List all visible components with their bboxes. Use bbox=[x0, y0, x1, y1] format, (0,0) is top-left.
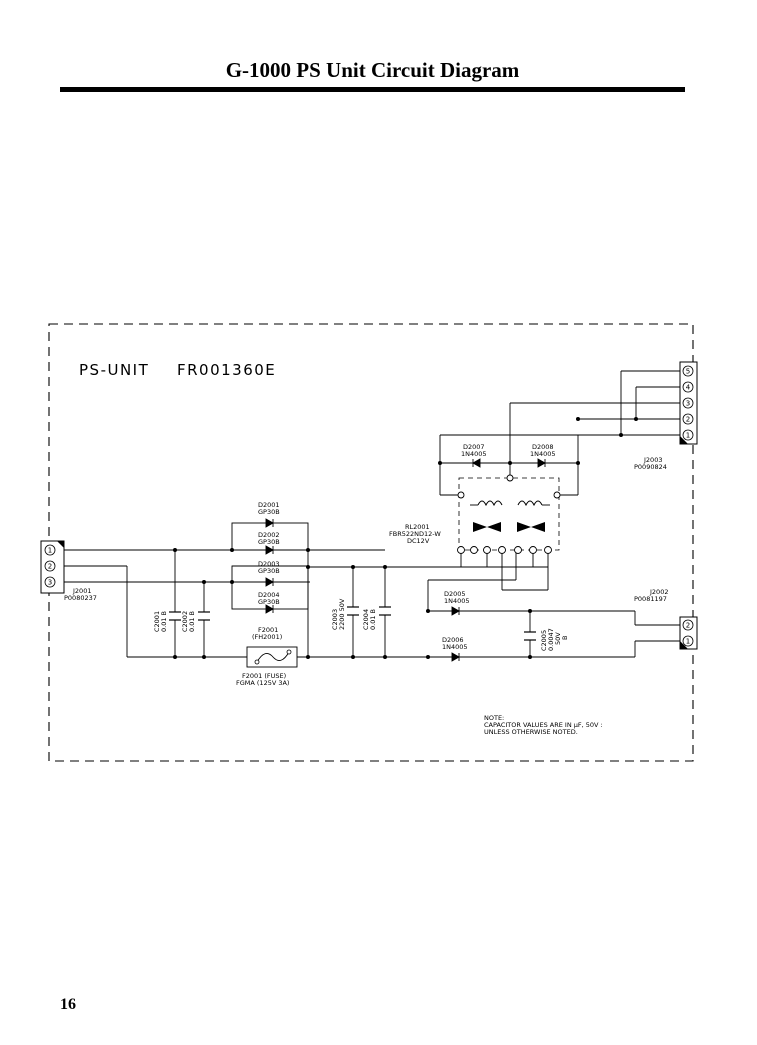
j2003-pin-1: 1 bbox=[686, 432, 690, 440]
page-number: 16 bbox=[60, 996, 76, 1013]
j2002-pin-1: 1 bbox=[686, 638, 690, 646]
relay-terminal bbox=[457, 491, 465, 499]
connector-j2003: 5 4 3 2 1 bbox=[679, 361, 698, 445]
d2002-ref: D2002 bbox=[258, 531, 280, 539]
note-heading: NOTE: bbox=[484, 714, 504, 722]
fuse-rating: FGMA (125V 3A) bbox=[236, 679, 289, 687]
d2003-type: GP30B bbox=[258, 567, 280, 575]
relay-pins bbox=[457, 546, 552, 554]
d2008-ref: D2008 bbox=[532, 443, 554, 451]
junction-dots bbox=[173, 417, 638, 659]
j2003-pin-4: 4 bbox=[686, 384, 691, 392]
relay-contact-right bbox=[517, 522, 545, 532]
relay-part: FBR522ND12-W bbox=[389, 530, 441, 538]
c2003-value: 2200 50V bbox=[338, 598, 346, 630]
j2003-pin-5: 5 bbox=[686, 368, 690, 376]
j2002-ref: J2002 bbox=[649, 588, 668, 596]
relay-enclosure bbox=[458, 477, 560, 551]
unit-part-number: FR001360E bbox=[177, 361, 276, 379]
capacitor-symbols bbox=[169, 606, 536, 641]
c2002-ref: C2002 bbox=[181, 611, 189, 632]
d2004-ref: D2004 bbox=[258, 591, 280, 599]
board-outline bbox=[48, 323, 694, 762]
component-labels: J2001 P0080237 J2003 P0090824 J2002 P008… bbox=[64, 443, 668, 687]
d2007-type: 1N4005 bbox=[461, 450, 487, 458]
j2001-pin-3: 3 bbox=[48, 579, 52, 587]
fuse-label: F2001 (FUSE) bbox=[242, 672, 286, 680]
c2001-value: 0.01 B bbox=[160, 611, 168, 632]
j2003-ref: J2003 bbox=[643, 456, 662, 464]
fuse-symbol bbox=[246, 646, 298, 668]
d2008-type: 1N4005 bbox=[530, 450, 556, 458]
d2001-ref: D2001 bbox=[258, 501, 280, 509]
title-rule bbox=[60, 87, 685, 92]
c2005-ref: C2005 bbox=[540, 630, 548, 651]
relay-coil bbox=[477, 500, 543, 507]
j2003-pin-3: 3 bbox=[686, 400, 690, 408]
unit-name: PS-UNIT bbox=[79, 361, 149, 379]
page-title: G-1000 PS Unit Circuit Diagram bbox=[225, 58, 520, 82]
c2001-ref: C2001 bbox=[153, 611, 161, 632]
fuse-ref: F2001 bbox=[258, 626, 278, 634]
j2003-part: P0090824 bbox=[634, 463, 667, 471]
d2005-ref: D2005 bbox=[444, 590, 466, 598]
note-line-2: UNLESS OTHERWISE NOTED. bbox=[484, 728, 578, 736]
diode-symbols bbox=[265, 458, 546, 662]
d2003-ref: D2003 bbox=[258, 560, 280, 568]
note-line-1: CAPACITOR VALUES ARE IN µF, 50V : bbox=[484, 721, 603, 729]
relay-terminal bbox=[553, 491, 561, 499]
j2001-pin-1: 1 bbox=[48, 547, 52, 555]
relay-terminal bbox=[506, 474, 514, 482]
d2007-ref: D2007 bbox=[463, 443, 485, 451]
d2006-ref: D2006 bbox=[442, 636, 464, 644]
wiring bbox=[64, 370, 680, 658]
j2001-part: P0080237 bbox=[64, 594, 97, 602]
j2003-pin-2: 2 bbox=[686, 416, 690, 424]
j2001-pin-2: 2 bbox=[48, 563, 52, 571]
relay-ref: RL2001 bbox=[405, 523, 430, 531]
d2005-type: 1N4005 bbox=[444, 597, 470, 605]
connector-j2001: 1 2 3 bbox=[40, 540, 65, 594]
c2002-value: 0.01 B bbox=[188, 611, 196, 632]
connector-j2002: 2 1 bbox=[679, 616, 698, 650]
d2006-type: 1N4005 bbox=[442, 643, 468, 651]
d2004-type: GP30B bbox=[258, 598, 280, 606]
d2001-type: GP30B bbox=[258, 508, 280, 516]
relay-coil-voltage: DC12V bbox=[407, 537, 430, 545]
j2001-ref: J2001 bbox=[72, 587, 91, 595]
c2004-value: 0.01 B bbox=[369, 609, 377, 630]
c2005-grade: B bbox=[561, 636, 569, 640]
fuse-holder: (FH2001) bbox=[252, 633, 282, 641]
d2002-type: GP30B bbox=[258, 538, 280, 546]
j2002-pin-2: 2 bbox=[686, 622, 690, 630]
capacitor-note: NOTE: CAPACITOR VALUES ARE IN µF, 50V : … bbox=[484, 714, 603, 736]
c2003-ref: C2003 bbox=[331, 609, 339, 630]
c2005-value: 0.0047 bbox=[547, 628, 555, 651]
relay-contact-left bbox=[473, 522, 501, 532]
j2002-part: P0081197 bbox=[634, 595, 667, 603]
c2004-ref: C2004 bbox=[362, 609, 370, 630]
c2005-rating: 50V bbox=[554, 632, 562, 645]
